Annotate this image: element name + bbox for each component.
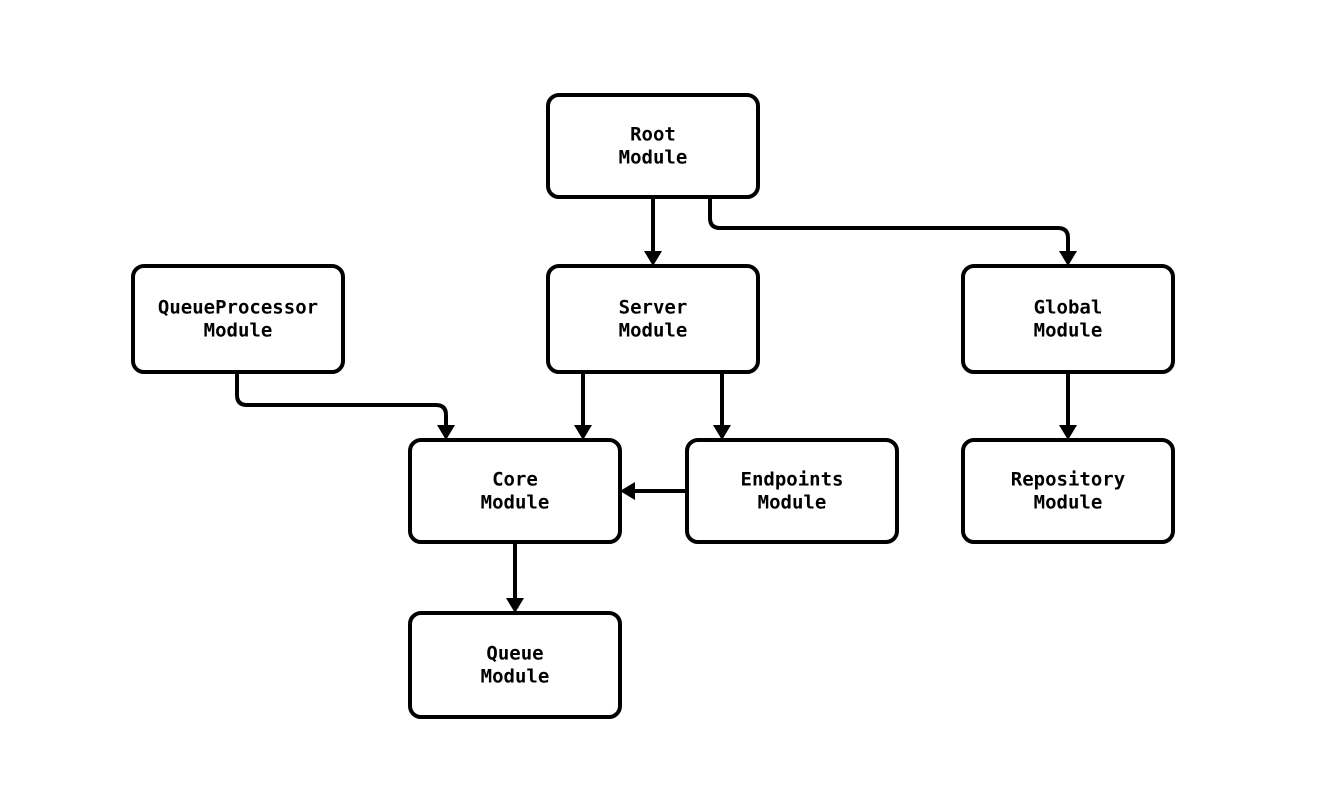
- node-box[interactable]: [408, 438, 622, 544]
- node-label-line1: QueueProcessor: [158, 297, 318, 319]
- arrow-head-icon: [1059, 251, 1077, 266]
- edge-line: [708, 197, 1070, 252]
- node-label-line2: Module: [619, 147, 688, 169]
- edge-root-to-global: [708, 197, 1077, 266]
- node-label-line2: Module: [619, 320, 688, 342]
- node-label-line1: Root: [630, 124, 676, 146]
- edge-global-to-repository: [1059, 372, 1077, 440]
- arrow-head-icon: [1059, 425, 1077, 440]
- edge-core-to-queue: [506, 542, 524, 613]
- arrow-head-icon: [620, 482, 635, 500]
- arrow-head-icon: [437, 425, 455, 440]
- arrow-head-icon: [644, 251, 662, 266]
- arrow-head-icon: [574, 425, 592, 440]
- node-box[interactable]: [685, 438, 899, 544]
- node-label-line1: Queue: [486, 643, 543, 665]
- node-label-line1: Global: [1034, 297, 1103, 319]
- node-label-line2: Module: [481, 666, 550, 688]
- node-label-line1: Endpoints: [741, 469, 844, 491]
- edge-server-to-core: [574, 372, 592, 440]
- node-label-line2: Module: [1034, 492, 1103, 514]
- arrow-head-icon: [506, 598, 524, 613]
- edge-endpoints-to-core: [620, 482, 687, 500]
- edge-server-to-endpoints: [713, 372, 731, 440]
- node-box[interactable]: [546, 93, 760, 199]
- node-label-line1: Repository: [1011, 469, 1125, 491]
- edge-root-to-server: [644, 197, 662, 266]
- node-box[interactable]: [131, 264, 345, 374]
- edges-layer: [235, 197, 1077, 613]
- edge-queueprocessor-to-core: [235, 372, 455, 440]
- node-label-line1: Server: [619, 297, 688, 319]
- node-box[interactable]: [961, 264, 1175, 374]
- edge-line: [235, 372, 448, 426]
- node-label-line2: Module: [758, 492, 827, 514]
- nodes-layer: RootModuleQueueProcessorModuleServerModu…: [131, 93, 1175, 719]
- node-label-line1: Core: [492, 469, 538, 491]
- node-label-line2: Module: [204, 320, 273, 342]
- node-box[interactable]: [546, 264, 760, 374]
- node-box[interactable]: [408, 611, 622, 719]
- arrow-head-icon: [713, 425, 731, 440]
- node-label-line2: Module: [1034, 320, 1103, 342]
- node-box[interactable]: [961, 438, 1175, 544]
- node-label-line2: Module: [481, 492, 550, 514]
